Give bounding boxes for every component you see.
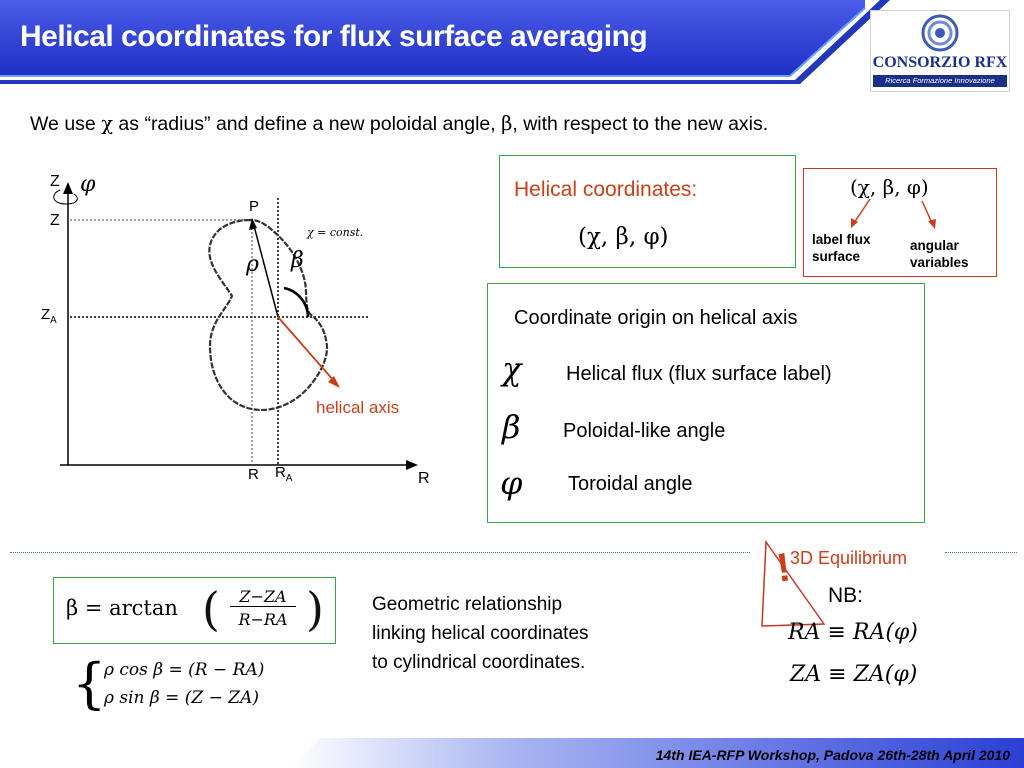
rho-symbol: ρ (246, 252, 259, 277)
chi-const-label: χ = const. (307, 226, 364, 239)
coordinate-roles-formula: (χ, β, φ) (850, 175, 929, 199)
footer-band (290, 738, 1024, 768)
coordinate-origin-title: Coordinate origin on helical axis (514, 307, 798, 329)
helical-coordinates-formula: (χ, β, φ) (578, 224, 669, 250)
page-title: Helical coordinates for flux surface ave… (20, 20, 648, 53)
formula-numerator: Z−ZA (230, 587, 296, 607)
beta-angle-arc (283, 286, 310, 318)
z-axis-arrow (63, 182, 73, 194)
chi-symbol: χ (502, 350, 522, 388)
separator-line-right (945, 552, 1017, 553)
header-banner (0, 0, 890, 84)
separator-line-left (10, 552, 750, 553)
r-label: R (248, 466, 259, 483)
z-axis-label: Z (50, 173, 60, 190)
beta-item-symbol: β (502, 408, 521, 446)
nb-label: NB: (828, 584, 864, 607)
ra-label: RA (275, 464, 293, 484)
za-equation: ZA ≡ ZA(φ) (790, 662, 918, 687)
flux-surface-curve (208, 218, 329, 412)
equilibrium-label: 3D Equilibrium (790, 548, 908, 568)
warning-triangle-icon (761, 539, 826, 627)
chi-description: Helical flux (flux surface label) (566, 363, 832, 385)
system-brace: { (72, 652, 107, 715)
right-paren: ) (306, 582, 324, 636)
system-equation-2: ρ sin β = (Z − ZA) (104, 688, 260, 708)
consorzio-rfx-logo: CONSORZIO RFX Ricerca Formazione Innovaz… (870, 10, 1010, 92)
left-paren: ( (202, 582, 220, 636)
rho-vector (252, 221, 279, 318)
logo-emblem-icon (921, 14, 959, 52)
phi-symbol: φ (80, 172, 96, 197)
geometric-relationship-text: Geometric relationship linking helical c… (372, 594, 589, 673)
phi-item-symbol: φ (500, 464, 523, 502)
ra-equation: RA ≡ RA(φ) (788, 620, 918, 645)
beta-formula-box: β = arctan ( Z−ZA R−RA ) (53, 577, 336, 644)
phi-rotation-icon (53, 189, 78, 205)
beta-formula-lhs: β = arctan (66, 596, 178, 620)
angular-arrow (921, 200, 933, 224)
footer-text: 14th IEA-RFP Workshop, Padova 26th-28th … (655, 747, 1010, 763)
helical-coordinates-diagram (53, 182, 418, 470)
phi-description: Toroidal angle (568, 473, 693, 495)
system-equation-1: ρ cos β = (R − RA) (104, 660, 265, 680)
point-p-label: P (249, 198, 260, 215)
z-label: Z (50, 212, 60, 229)
formula-denominator: R−RA (238, 610, 288, 629)
coordinate-origin-box: Coordinate origin on helical axis χ Heli… (487, 283, 925, 523)
r-axis-arrow (406, 460, 418, 470)
flux-label-arrow (853, 198, 871, 224)
helical-coordinates-title: Helical coordinates: (514, 178, 698, 201)
helical-axis-label: helical axis (316, 398, 400, 417)
helical-axis-pointer (277, 316, 335, 382)
helical-coordinates-box: Helical coordinates: (χ, β, φ) (499, 155, 796, 268)
r-axis-label: R (418, 470, 430, 487)
beta-description: Poloidal-like angle (563, 420, 726, 442)
beta-symbol: β (291, 248, 304, 273)
za-label: ZA (41, 306, 57, 326)
intro-text: We use χ as “radius” and define a new po… (30, 112, 769, 135)
